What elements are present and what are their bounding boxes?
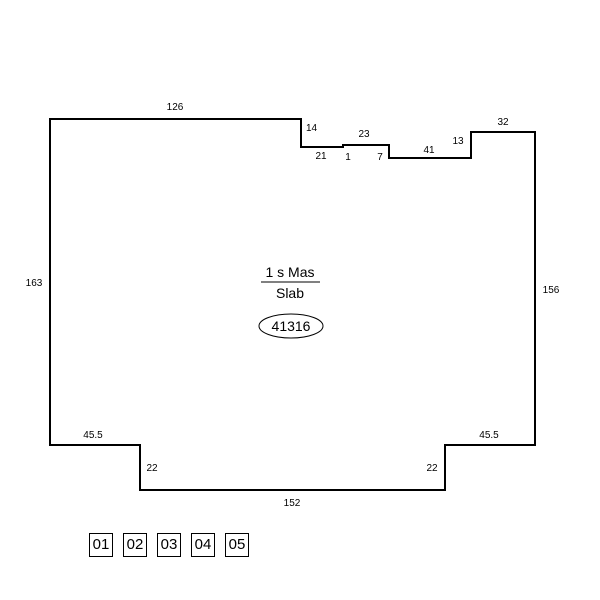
dim-top-right: 32	[497, 117, 509, 128]
dim-bottom-right-ledge: 45.5	[479, 430, 499, 441]
dim-step-down-1: 14	[306, 123, 318, 134]
area-label: 1 s Mas	[265, 264, 314, 280]
page-button-01[interactable]: 01	[89, 533, 113, 557]
page-button-02[interactable]: 02	[123, 533, 147, 557]
dim-ledge-3: 41	[423, 145, 435, 156]
area-value: 41316	[272, 318, 311, 334]
dim-step-down-2: 7	[377, 152, 383, 163]
dim-bottom-left-drop: 22	[146, 463, 158, 474]
dim-right: 156	[543, 285, 560, 296]
page-button-05[interactable]: 05	[225, 533, 249, 557]
dim-left: 163	[26, 278, 43, 289]
foundation-label: Slab	[276, 285, 304, 301]
page-button-04[interactable]: 04	[191, 533, 215, 557]
dim-bottom: 152	[284, 498, 301, 509]
dim-bottom-right-drop: 22	[426, 463, 438, 474]
dim-ledge-1: 21	[315, 151, 327, 162]
dim-top-left: 126	[167, 102, 184, 113]
area-value-oval	[258, 313, 324, 339]
dim-bottom-left-ledge: 45.5	[83, 430, 103, 441]
dim-step-up-2: 13	[452, 136, 464, 147]
dim-step-up-small: 1	[345, 152, 351, 163]
page-button-03[interactable]: 03	[157, 533, 181, 557]
dim-ledge-2: 23	[358, 129, 370, 140]
building-outline	[49, 118, 536, 491]
